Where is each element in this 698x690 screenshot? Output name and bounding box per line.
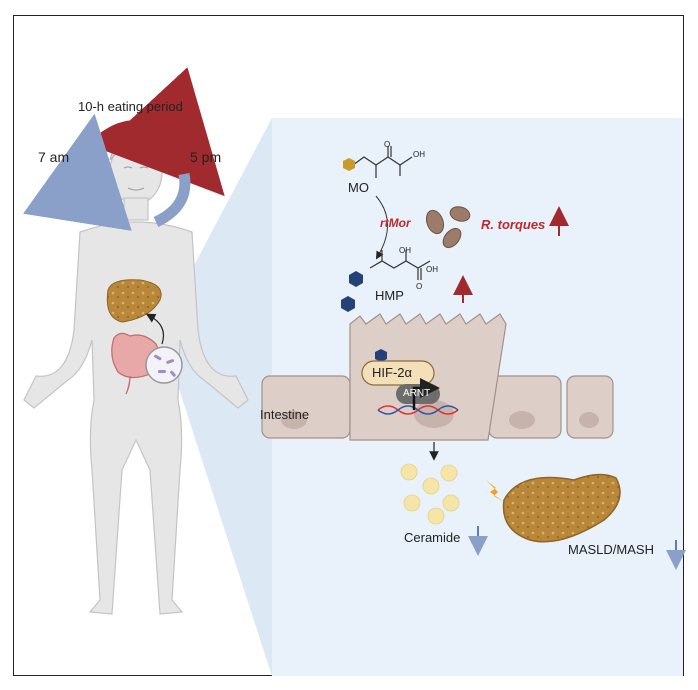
hif-label: HIF-2α — [372, 365, 413, 380]
mo-o-label: O — [384, 140, 391, 149]
mo-molecule — [352, 146, 413, 178]
fasting-right-arrow — [153, 172, 191, 227]
intestine-label: Intestine — [260, 407, 310, 422]
zoom-shade — [160, 118, 272, 676]
bacteria-icon — [425, 206, 471, 249]
transcription-arrow-icon — [412, 378, 440, 410]
mo-hexagon-icon — [343, 158, 355, 171]
hmp-oh-right-label: OH — [426, 265, 438, 274]
fasting-left-arrow — [23, 113, 132, 231]
time-end-label: 5 pm — [190, 149, 222, 165]
masld-label: MASLD/MASH — [568, 542, 654, 557]
microbe-magnifier-icon — [145, 346, 183, 384]
microbes — [154, 354, 176, 377]
mo-oh-label: OH — [413, 150, 425, 159]
time-start-label: 7 am — [38, 149, 70, 165]
hmp-hexagon-icon — [349, 271, 363, 287]
lightning-icon — [486, 480, 504, 502]
body-liver-icon — [106, 279, 162, 323]
hif-box — [361, 360, 435, 386]
ceramide-particles — [400, 463, 460, 525]
hif-ligand-icon — [375, 349, 387, 362]
arnt-label: ARNT — [403, 388, 431, 399]
mo-label: MO — [348, 180, 369, 195]
hmp-hexagon-icon-2 — [341, 296, 355, 312]
r-torques-label: R. torques — [481, 217, 546, 232]
liver-icon — [502, 473, 621, 543]
dna-icon — [377, 405, 459, 415]
hmp-molecule — [369, 250, 431, 280]
rtmor-label: rtMor — [380, 216, 411, 230]
hmp-label: HMP — [375, 288, 404, 303]
eating-period-label: 10-h eating period — [78, 99, 183, 114]
mo-to-hmp-arrow — [375, 195, 388, 260]
gut-liver-arrow — [145, 313, 165, 345]
hmp-o-label: O — [416, 282, 423, 291]
ceramide-label: Ceramide — [404, 530, 461, 545]
hmp-oh-top-label: OH — [399, 246, 411, 255]
